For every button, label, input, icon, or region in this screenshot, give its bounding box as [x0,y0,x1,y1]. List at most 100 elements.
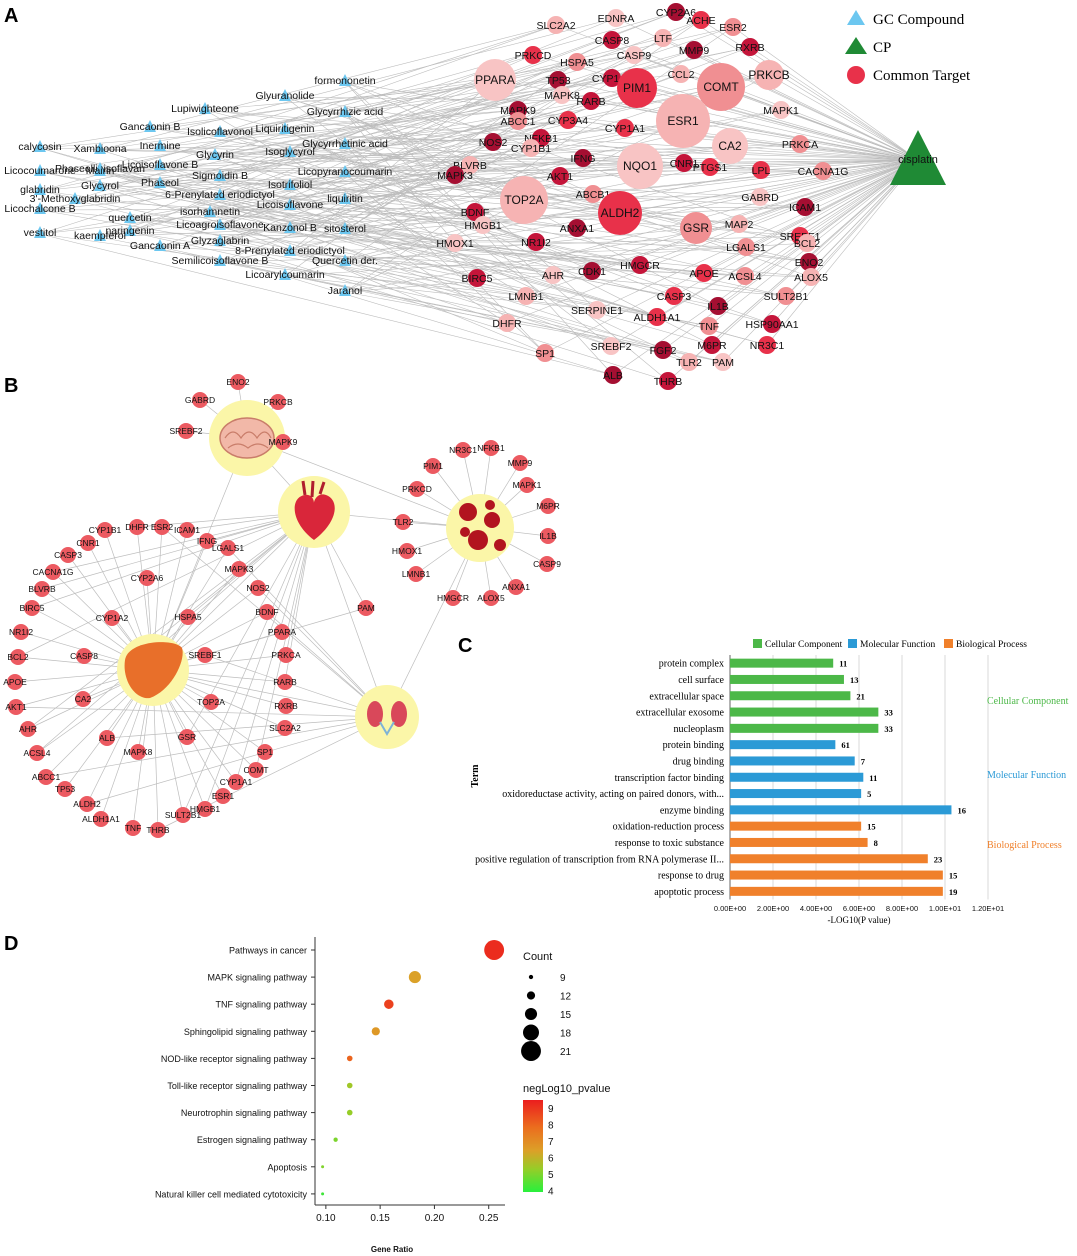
organ-organ-edge [246,437,481,529]
count-label: 15 [949,871,958,881]
organ-target-node [129,519,145,535]
gc-compound-label: Liquiritigenin [256,123,315,135]
compound-target-edge [344,227,697,263]
blood-cell-icon [484,512,500,528]
panel-a-legend: GC Compound CP Common Target [845,10,971,84]
organ-target-node [409,481,425,497]
common-target-node [701,158,719,176]
gc-compound-label: Semilicoisoflavone B [172,255,269,267]
target-cisplatin-edge [474,159,919,213]
gc-compound-triangle-icon [124,224,136,236]
organ-target-node [93,811,109,827]
target-cisplatin-edge [780,109,919,161]
cp-cisplatin-triangle-icon [890,130,946,185]
gc-compound-triangle-icon [34,164,46,176]
pathway-label: Apoptosis [267,1162,307,1172]
common-target-label: NOS2 [479,137,508,149]
compound-target-edge [284,275,598,311]
common-target-node [724,18,742,36]
common-target-node [697,63,745,111]
common-target-node [498,314,516,332]
compound-target-edge [289,39,613,187]
gc-compound-triangle-icon [339,254,351,266]
common-target-node [583,262,601,280]
common-target-node [549,71,567,89]
organ-target-edge [204,511,315,810]
size-legend-dot [523,1024,539,1041]
term-label: nucleoplasm [673,724,724,735]
group-label-biological: Biological Process [987,840,1062,851]
compound-target-edge [39,143,801,173]
gc-compound-triangle-icon [214,218,226,230]
compound-target-edge [39,206,806,211]
organ-target-node [483,440,499,456]
gc-compound-label: Jaranol [328,285,362,297]
common-target-node [544,266,562,284]
gc-compound-triangle-icon [199,102,211,114]
gc-compound-triangle-icon [339,192,351,204]
pathway-dot [346,1082,353,1089]
organ-target-edge [182,511,315,816]
compound-target-edge [219,241,669,382]
compound-target-edge [129,231,527,297]
common-target-label: MAPK8 [544,90,580,102]
common-target-node [752,161,770,179]
organ-target-node [539,556,555,572]
gc-compound-triangle-icon [154,176,166,188]
common-target-label: PIM1 [623,81,651,95]
gc-compound-label: 8-Prenylated eriodictyol [235,245,345,257]
common-target-node [736,267,754,285]
organ-target-label: CYP1B1 [89,525,122,535]
gc-compound-triangle-icon [69,192,81,204]
pathway-dot [321,1165,325,1169]
organ-target-label: ACSL4 [24,748,51,758]
organ-target-label: BLVRB [28,584,56,594]
organ-target-edge [204,654,388,718]
common-target-label: CACNA1G [798,166,849,178]
size-legend-title: Count [523,951,552,963]
organ-target-node [75,691,91,707]
organ-target-node [483,590,499,606]
compound-target-edge [219,17,617,178]
gc-compound-triangle-icon [214,254,226,266]
pathway-label: Pathways in cancer [229,946,307,956]
common-target-node [763,315,781,333]
gc-compound-label: Licoisoflavone [257,199,324,211]
common-target-label: SP1 [535,348,555,360]
organ-target-label: ALOX5 [477,593,505,603]
organ-target-label: PAM [357,603,375,613]
compound-target-edge [284,61,578,277]
term-label: oxidoreductase activity, acting on paire… [502,789,724,800]
common-target-node [522,139,540,157]
target-cisplatin-edge [482,159,919,226]
organ-target-label: PRKCB [263,397,293,407]
common-target-label: NR1I2 [521,237,551,249]
common-target-label: CYP1B1 [511,143,551,155]
common-target-node [685,41,703,59]
organ-target-node [445,590,461,606]
common-target-node [446,166,464,184]
common-target-node [500,176,548,224]
compound-target-edge [129,120,519,233]
organ-target-node [104,610,120,626]
target-cisplatin-edge [695,159,919,229]
common-target-label: NR3C1 [750,340,785,352]
legend-cp-label: CP [873,40,891,56]
organ-target-node [231,561,247,577]
common-target-node [474,216,492,234]
organ-target-label: IL1B [539,531,557,541]
organ-target-edge [86,716,388,805]
blood-cell-icon [459,503,477,521]
common-target-node [631,256,649,274]
go-bar [730,723,879,733]
count-label: 15 [867,822,876,832]
compound-target-edge [289,79,496,253]
organ-target-node [257,744,273,760]
x-tick-label: 0.25 [479,1213,499,1224]
gc-compound-label: 3'-Methoxyglabridin [30,193,121,205]
compound-target-edge [74,54,534,201]
common-target-label: ABCC1 [500,116,535,128]
count-label: 16 [957,805,966,815]
common-target-label: PRKCB [748,68,789,82]
common-target-label: MAP2 [725,219,754,231]
